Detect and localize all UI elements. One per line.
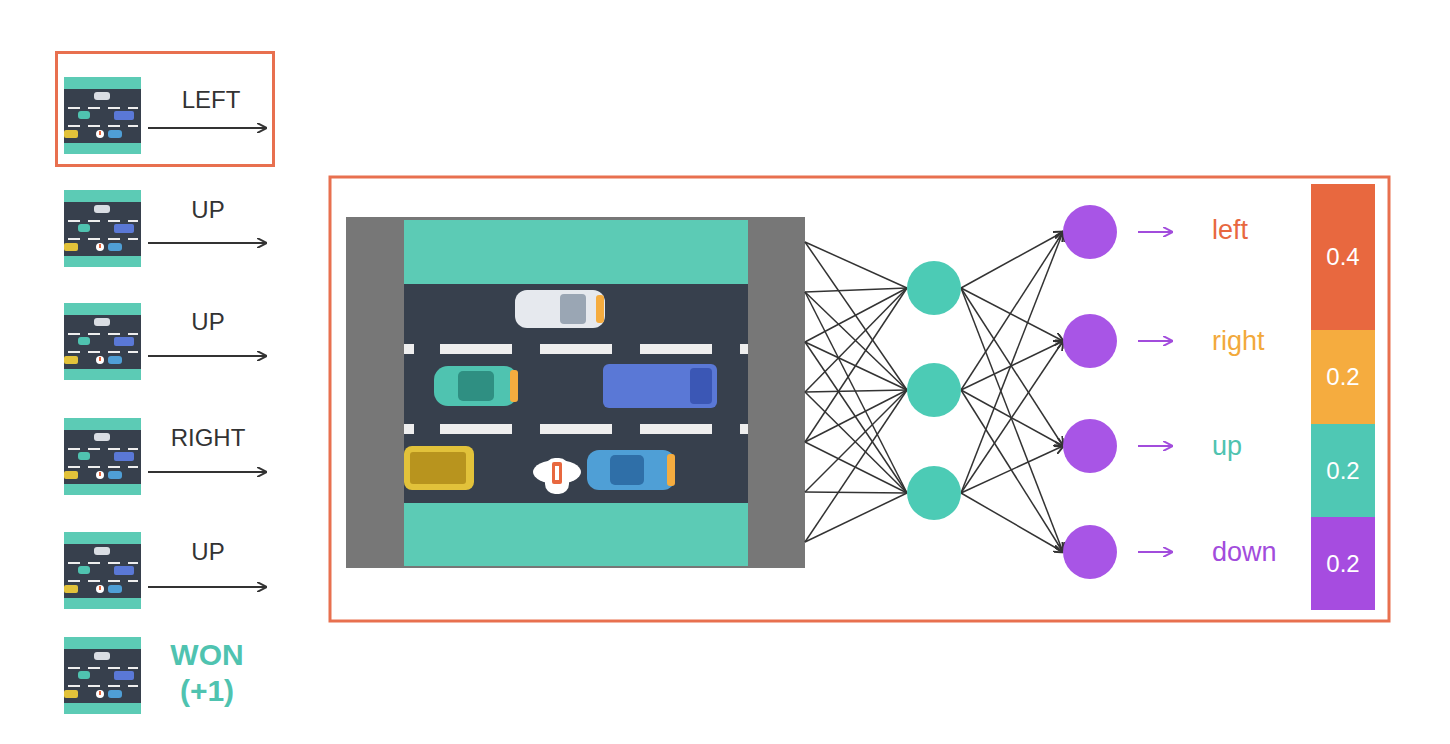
input-weights bbox=[805, 242, 907, 542]
output-arrows bbox=[1138, 232, 1172, 552]
node-text: 0.4 bbox=[1326, 243, 1359, 271]
probability-bar: 0.2 bbox=[1311, 330, 1375, 424]
action-arrows bbox=[148, 128, 266, 587]
node-text: 0.2 bbox=[1326, 363, 1359, 391]
action-label: RIGHT bbox=[171, 424, 246, 453]
hidden-weights bbox=[961, 232, 1063, 552]
probability-bar: 0.4 bbox=[1311, 184, 1375, 330]
output-label: left bbox=[1212, 214, 1248, 246]
node-text: LEFT bbox=[182, 86, 241, 114]
policy-frame bbox=[330, 177, 1389, 621]
highlighted-step: LEFT bbox=[55, 51, 275, 167]
output-label: up bbox=[1212, 430, 1242, 462]
reward-label: WON (+1) bbox=[152, 637, 262, 709]
output-label: right bbox=[1212, 325, 1265, 357]
action-label: UP bbox=[191, 538, 224, 567]
node-text: 0.2 bbox=[1326, 550, 1359, 578]
action-label: UP bbox=[191, 196, 224, 225]
probability-bar: 0.2 bbox=[1311, 424, 1375, 517]
action-label: UP bbox=[191, 308, 224, 337]
output-label: down bbox=[1212, 536, 1277, 568]
node-text: 0.2 bbox=[1326, 457, 1359, 485]
thumbnails bbox=[64, 77, 141, 714]
game-screen bbox=[346, 217, 805, 568]
hidden-neurons bbox=[907, 261, 961, 520]
probability-bar: 0.2 bbox=[1311, 517, 1375, 610]
output-neurons bbox=[1063, 205, 1117, 579]
